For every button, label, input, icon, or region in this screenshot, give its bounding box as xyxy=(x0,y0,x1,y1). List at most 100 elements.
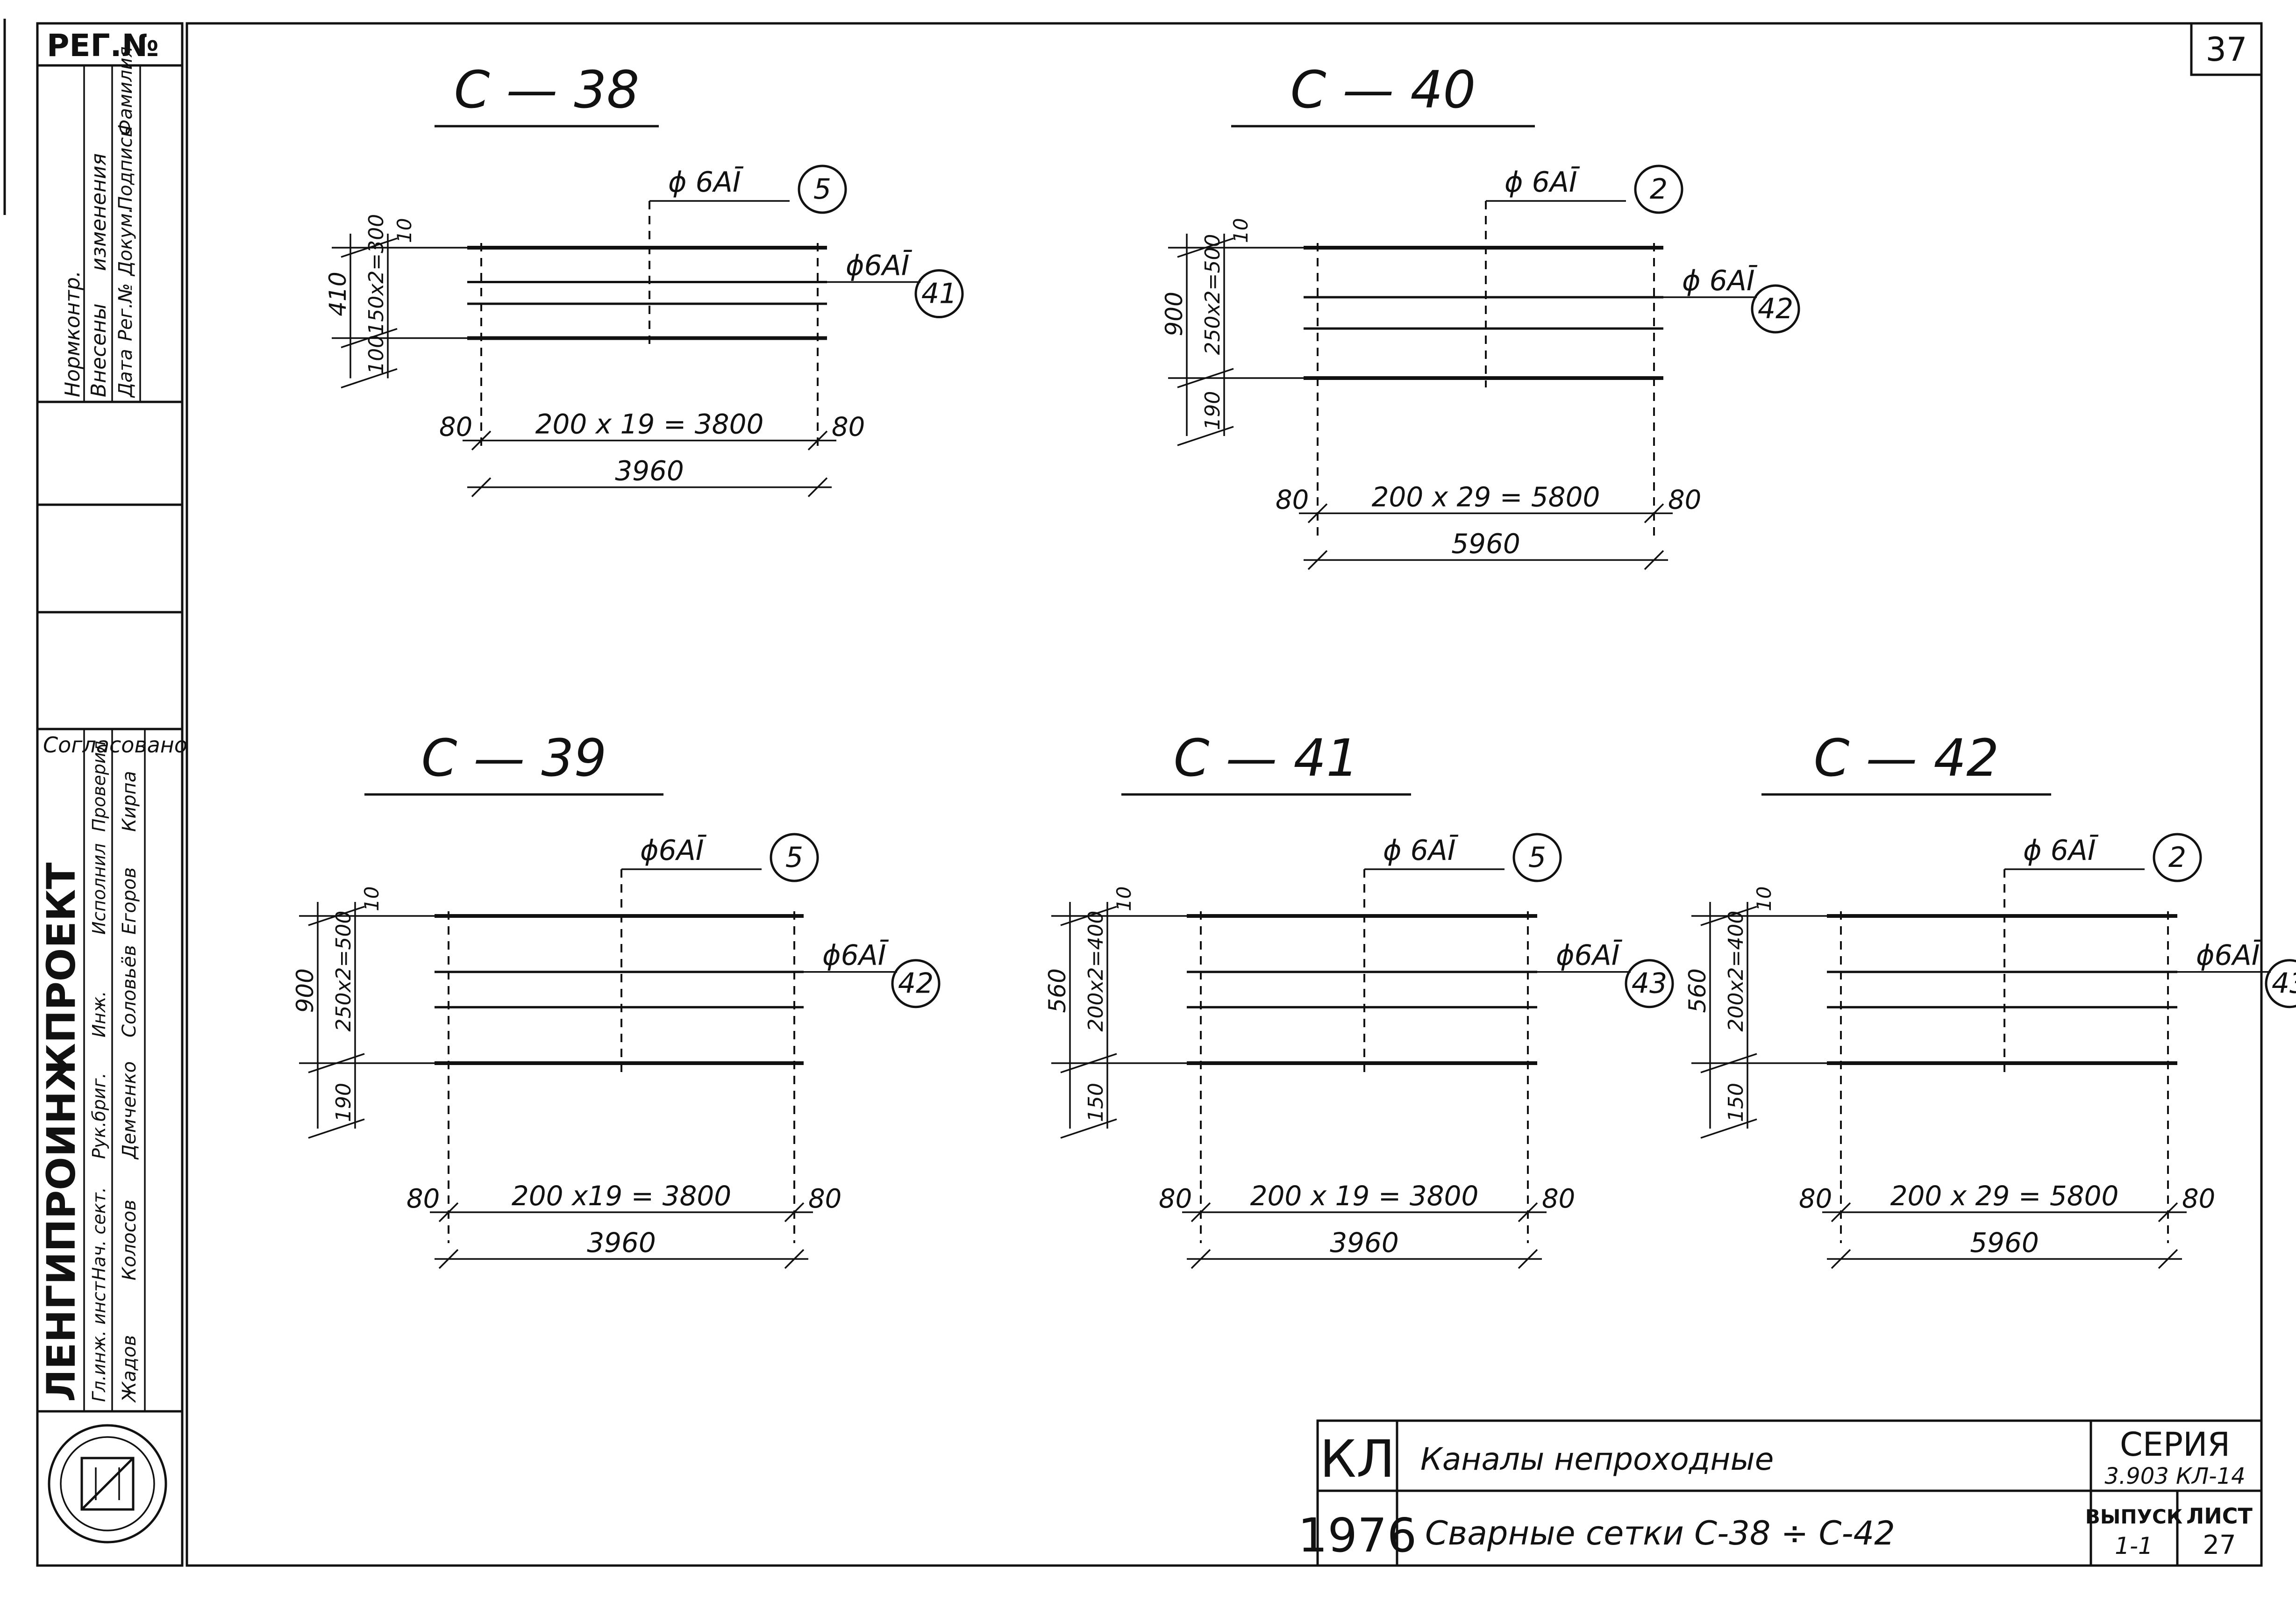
h-span-3: 200 x 19 = 3800 xyxy=(1250,1180,1479,1212)
mid-pos-bubble xyxy=(914,269,964,319)
v-mid-1: 250x2=500 xyxy=(1201,234,1225,355)
top-pos-bubble xyxy=(798,164,847,214)
v-top-4: 10 xyxy=(1753,887,1775,911)
title-code: КЛ xyxy=(1320,1429,1395,1489)
margin-col-0: Нормконтр. xyxy=(61,271,85,397)
top-bar-label-1: ϕ 6AĪ xyxy=(1505,166,1580,199)
staff-name-2: Демченко xyxy=(119,1061,140,1160)
h-end-l-3: 80 xyxy=(1159,1184,1192,1214)
mesh-title-0: С — 38 xyxy=(454,60,640,120)
organization-logo xyxy=(48,1424,167,1544)
mid-pos-4: 43 xyxy=(2272,967,2296,1000)
mid-bar-label-3: ϕ6AĪ xyxy=(1556,939,1623,972)
series-value: 3.903 КЛ-14 xyxy=(2104,1463,2245,1489)
v-bot-1: 190 xyxy=(1201,391,1225,430)
top-pos-0: 5 xyxy=(813,173,831,206)
left-margin-strip: РЕГ.№ Нормконтр. Внесены изменения Дата … xyxy=(36,22,187,1567)
staff-name-4: Егоров xyxy=(119,867,140,935)
staff-name-3: Соловьёв xyxy=(119,945,140,1037)
margin-col-6: Подпись xyxy=(115,126,136,210)
mid-bar-label-4: ϕ6AĪ xyxy=(2196,939,2263,972)
mid-pos-1: 42 xyxy=(1758,293,1793,325)
mesh-title-4: С — 42 xyxy=(1814,728,1999,788)
mid-bar-label-2: ϕ6AĪ xyxy=(822,939,889,972)
h-end-l-4: 80 xyxy=(1799,1184,1832,1214)
h-end-r-4: 80 xyxy=(2182,1184,2215,1214)
v-outer-1: 900 xyxy=(1161,292,1188,336)
organization: ЛЕНГИПРОИНЖПРОЕКТ xyxy=(38,862,84,1402)
top-pos-bubble xyxy=(1634,164,1683,214)
v-bot-2: 190 xyxy=(332,1083,356,1122)
staff-role-4: Исполнил xyxy=(89,843,109,935)
title-block: КЛ 1976 Каналы непроходные Сварные сетки… xyxy=(1298,1419,2263,1567)
sheet-number-box: 37 xyxy=(2190,22,2263,76)
mesh-title-2: С — 39 xyxy=(421,728,607,788)
h-end-r-3: 80 xyxy=(1542,1184,1575,1214)
v-bot-0: 100 xyxy=(364,335,388,374)
top-pos-3: 5 xyxy=(1528,841,1546,874)
v-mid-2: 250x2=500 xyxy=(332,911,356,1032)
top-pos-1: 2 xyxy=(1650,173,1668,206)
staff-role-0: Гл.инж. инст. xyxy=(89,1276,109,1402)
staff-name-5: Кирпа xyxy=(119,771,140,832)
h-total-0: 3960 xyxy=(615,455,684,487)
sheet-frame xyxy=(185,22,2263,1567)
top-pos-bubble xyxy=(1512,833,1562,882)
top-bar-label-2: ϕ6AĪ xyxy=(640,834,707,867)
issue-value: 1-1 xyxy=(2115,1532,2153,1559)
top-pos-2: 5 xyxy=(785,841,803,874)
mid-pos-bubble xyxy=(1625,959,1674,1008)
top-pos-bubble xyxy=(770,833,819,882)
h-total-2: 3960 xyxy=(587,1227,656,1259)
h-total-1: 5960 xyxy=(1451,528,1520,559)
mesh-title-3: С — 41 xyxy=(1174,728,1359,788)
margin-col-5: Докум. xyxy=(115,207,136,277)
top-bar-label-0: ϕ 6AĪ xyxy=(668,166,744,199)
v-top-2: 10 xyxy=(360,887,383,911)
sheet-number: 37 xyxy=(2205,30,2247,69)
top-pos-4: 2 xyxy=(2168,841,2186,874)
reg-label: РЕГ.№ xyxy=(47,28,159,64)
margin-col-2: изменения xyxy=(87,153,111,271)
title-main: Каналы непроходные xyxy=(1420,1441,1774,1477)
h-end-l-1: 80 xyxy=(1276,485,1309,515)
h-total-4: 5960 xyxy=(1970,1227,2039,1259)
mesh-title-1: С — 40 xyxy=(1291,60,1476,120)
v-mid-3: 200x2=400 xyxy=(1084,911,1108,1032)
margin-col-4: Рег.№ xyxy=(115,283,136,341)
h-span-0: 200 x 19 = 3800 xyxy=(535,408,764,440)
h-end-r-2: 80 xyxy=(808,1184,841,1214)
title-sub: Сварные сетки С-38 ÷ С-42 xyxy=(1425,1514,1895,1552)
h-span-1: 200 x 29 = 5800 xyxy=(1372,481,1600,513)
margin-col-1: Внесены xyxy=(87,303,111,397)
staff-role-2: Рук.бриг. xyxy=(89,1073,109,1159)
mid-pos-3: 43 xyxy=(1632,967,1667,1000)
margin-col-3: Дата xyxy=(115,349,136,398)
top-pos-bubble xyxy=(2153,833,2202,882)
v-outer-4: 560 xyxy=(1684,968,1711,1013)
v-top-1: 10 xyxy=(1229,218,1252,243)
sheet-label: ЛИСТ xyxy=(2186,1503,2253,1529)
staff-role-5: Проверил xyxy=(89,741,109,832)
v-top-0: 10 xyxy=(393,218,416,243)
v-outer-3: 560 xyxy=(1044,968,1071,1013)
h-end-l-2: 80 xyxy=(406,1184,440,1214)
h-end-r-0: 80 xyxy=(832,412,865,443)
margin-col-7: Фамилия xyxy=(115,46,136,136)
v-bot-3: 150 xyxy=(1084,1083,1108,1122)
top-bar-label-3: ϕ 6AĪ xyxy=(1383,834,1459,867)
staff-name-1: Колосов xyxy=(119,1200,140,1280)
h-span-2: 200 x19 = 3800 xyxy=(512,1180,731,1212)
v-mid-0: 150x2=300 xyxy=(364,214,388,335)
h-end-l-0: 80 xyxy=(439,412,472,443)
agreed-label: Согласовано xyxy=(43,732,187,758)
h-total-3: 3960 xyxy=(1330,1227,1399,1259)
h-end-r-1: 80 xyxy=(1668,485,1701,515)
v-top-3: 10 xyxy=(1112,887,1135,911)
